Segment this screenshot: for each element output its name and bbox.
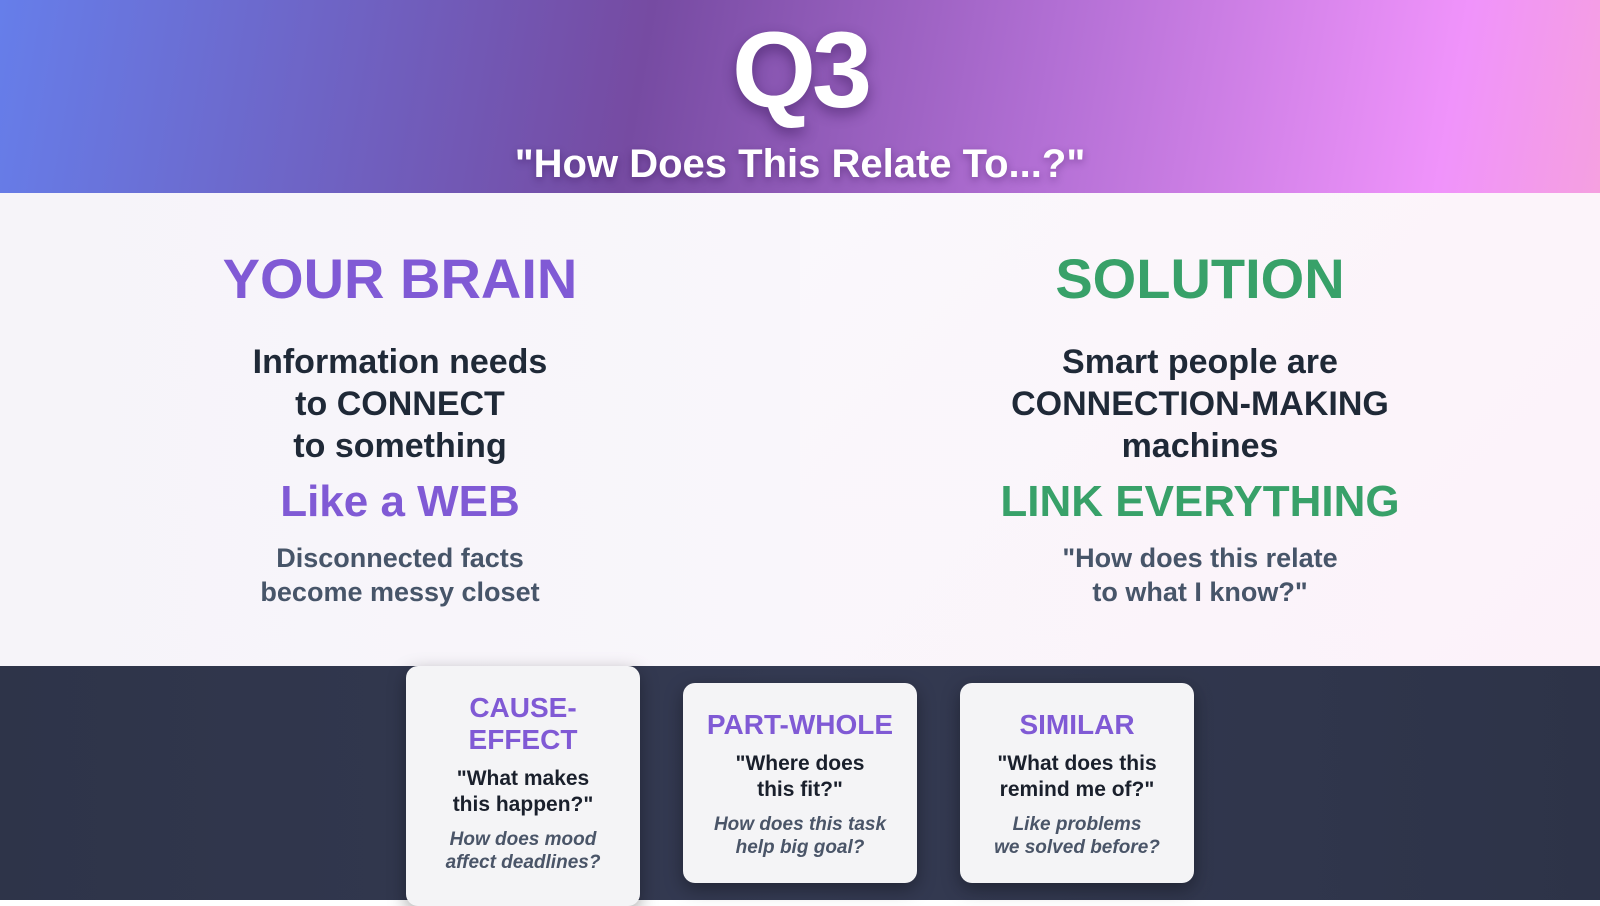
solution-body-line: machines <box>1121 427 1279 465</box>
solution-panel: SOLUTION Smart people are CONNECTION-MAK… <box>800 193 1600 666</box>
your-brain-heading: YOUR BRAIN <box>222 247 578 310</box>
card-example-line: Like problems <box>1012 814 1142 835</box>
card-title-line: PART-WHOLE <box>706 709 894 740</box>
your-brain-note-line: become messy closet <box>260 577 540 607</box>
solution-note: "How does this relate to what I know?" <box>800 541 1600 609</box>
card-title-line: SIMILAR <box>1019 709 1135 740</box>
card-title: SIMILAR <box>970 709 1184 741</box>
card-example-line: affect deadlines? <box>445 852 601 873</box>
comparison-section: YOUR BRAIN Information needs to CONNECT … <box>0 193 1600 666</box>
card-title-line: CAUSE- <box>469 692 577 723</box>
card-example: How does mood affect deadlines? <box>406 828 640 874</box>
your-brain-body-line: to something <box>293 427 507 465</box>
card-title-line: EFFECT <box>468 724 578 755</box>
card-question-line: remind me of?" <box>999 778 1155 801</box>
your-brain-note-line: Disconnected facts <box>276 543 524 573</box>
solution-heading: SOLUTION <box>1055 247 1345 310</box>
card-example-line: we solved before? <box>994 837 1160 858</box>
your-brain-body: Information needs to CONNECT to somethin… <box>0 341 800 467</box>
solution-accent: LINK EVERYTHING <box>1000 477 1400 526</box>
card-question-line: this happen?" <box>452 793 594 816</box>
your-brain-body-line: Information needs <box>252 343 548 381</box>
card-title: CAUSE- EFFECT <box>416 692 630 756</box>
part-whole-card: PART-WHOLE "Where does this fit?" How do… <box>683 683 917 883</box>
similar-card: SIMILAR "What does this remind me of?" L… <box>960 683 1194 883</box>
card-question: "Where does this fit?" <box>683 751 917 803</box>
question-subtitle: "How Does This Relate To...?" <box>514 142 1086 186</box>
card-question-line: this fit?" <box>757 778 843 801</box>
header-banner: Q3 "How Does This Relate To...?" <box>0 0 1600 193</box>
card-title: PART-WHOLE <box>693 709 907 741</box>
card-question: "What does this remind me of?" <box>960 751 1194 803</box>
solution-body-line: CONNECTION-MAKING <box>1011 385 1389 423</box>
card-question: "What makes this happen?" <box>406 766 640 818</box>
card-example: Like problems we solved before? <box>960 813 1194 859</box>
card-example-line: How does mood <box>449 829 597 850</box>
your-brain-body-line: to CONNECT <box>295 385 505 423</box>
card-question-line: "Where does <box>735 752 865 775</box>
solution-body-line: Smart people are <box>1062 343 1338 381</box>
your-brain-accent: Like a WEB <box>280 477 520 526</box>
solution-note-line: "How does this relate <box>1062 543 1338 573</box>
card-example-line: How does this task <box>713 814 887 835</box>
card-question-line: "What makes <box>456 767 590 790</box>
card-example-line: help big goal? <box>735 837 865 858</box>
question-number-title: Q3 <box>731 9 872 130</box>
cause-effect-card: CAUSE- EFFECT "What makes this happen?" … <box>406 666 640 906</box>
solution-body: Smart people are CONNECTION-MAKING machi… <box>800 341 1600 467</box>
solution-note-line: to what I know?" <box>1092 577 1308 607</box>
your-brain-note: Disconnected facts become messy closet <box>0 541 800 609</box>
card-example: How does this task help big goal? <box>683 813 917 859</box>
card-question-line: "What does this <box>997 752 1157 775</box>
your-brain-panel: YOUR BRAIN Information needs to CONNECT … <box>0 193 800 666</box>
